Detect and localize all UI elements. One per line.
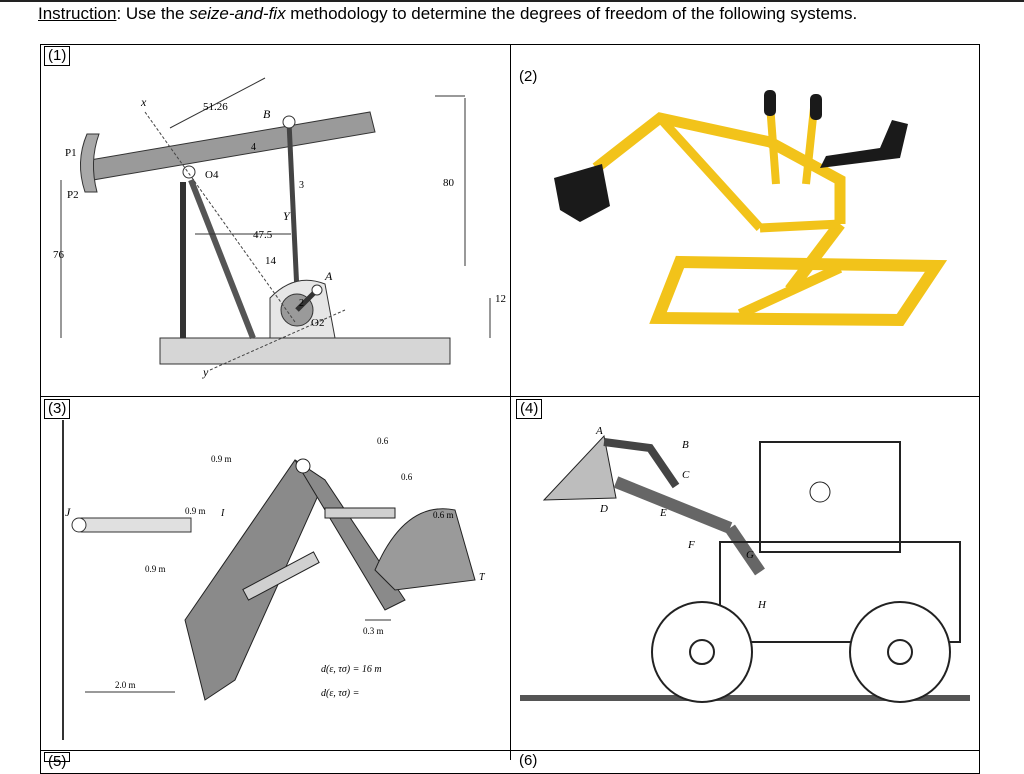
dim-b: 0.9 m [185, 506, 206, 516]
instruction-text-before: : Use the [116, 4, 190, 23]
loader-bucket [542, 434, 617, 501]
instruction-emphasis: seize-and-fix [189, 4, 286, 23]
pitman-arm [286, 121, 300, 293]
cell-label-4: (4) [516, 399, 543, 419]
cell-label-2: (2) [516, 68, 541, 86]
label-Y: Y [283, 209, 291, 223]
figure-3-excavator-arm: 0.9 m 0.9 m 0.9 m 0.6 0.6 0.6 m 0.3 m 2.… [62, 420, 486, 740]
dim-47-label: 47.5 [253, 229, 273, 241]
stick-cylinder [324, 507, 396, 519]
cell-label-1: (1) [44, 46, 71, 66]
label-O2: O2 [311, 317, 324, 329]
label-B: B [682, 439, 689, 451]
dim-f: 0.6 m [433, 510, 454, 520]
instruction-label: Instruction [38, 4, 117, 23]
label-link-2: 2 [299, 298, 304, 309]
pin-j [71, 517, 87, 533]
label-A: A [324, 269, 333, 283]
dim-a: 0.9 m [211, 454, 232, 464]
note-line-1: d(ε, τσ) = 16 m [321, 664, 382, 675]
grid-horizontal-divider-1 [40, 396, 980, 397]
cell-label-5: (5) [44, 752, 71, 770]
label-I: I [220, 508, 225, 519]
bucket-linkage [603, 438, 680, 489]
label-link-4: 4 [251, 142, 256, 153]
label-E: E [659, 507, 667, 519]
instruction-text-after: methodology to determine the degrees of … [285, 4, 858, 23]
toy-bucket [554, 164, 610, 222]
operator-head [809, 481, 831, 503]
label-x: x [140, 95, 147, 109]
rear-wheel [849, 601, 951, 703]
label-O4: O4 [205, 169, 219, 181]
figure-4-front-loader: A B C D E F G H [520, 425, 970, 703]
toy-base-brace [737, 263, 843, 319]
label-H: H [757, 599, 767, 611]
excavator-bucket [374, 508, 476, 591]
instruction-line: Instruction: Use the seize-and-fix metho… [38, 4, 857, 24]
toy-stick-arm [656, 114, 764, 232]
loader-body [719, 541, 961, 643]
toy-handle-2 [810, 94, 822, 120]
dim-51-line [169, 77, 266, 129]
cell-label-6: (6) [516, 752, 541, 769]
dim-12-label: 12 [495, 293, 506, 305]
joint-a [311, 284, 323, 296]
x-axis-line [144, 111, 296, 323]
cab-frame [759, 441, 901, 553]
loader-arm [613, 476, 733, 534]
label-T: T [479, 572, 486, 583]
rear-hub [887, 639, 913, 665]
cell-label-3: (3) [44, 399, 71, 419]
toy-lever-2 [802, 107, 818, 185]
label-B: B [263, 107, 271, 121]
label-A: A [595, 425, 603, 437]
front-hub [689, 639, 715, 665]
dim-e: 0.6 [401, 472, 413, 482]
label-G: G [746, 549, 754, 561]
grid-horizontal-divider-2 [40, 750, 980, 751]
label-P2: P2 [67, 189, 79, 201]
dim-14-label: 14 [265, 255, 277, 267]
toy-base-frame [649, 255, 948, 327]
boom-cylinder [242, 551, 320, 601]
note-line-2: d(ε, τσ) = [321, 688, 359, 699]
stick-link [294, 459, 406, 611]
label-P1: P1 [65, 147, 77, 159]
cylinder-j [80, 517, 192, 533]
ground-base [159, 337, 451, 365]
pivot-o4 [182, 165, 196, 179]
front-wheel [651, 601, 753, 703]
grid-vertical-divider [510, 44, 511, 760]
dim-c: 0.9 m [145, 564, 166, 574]
figure-2-toy-digger [554, 90, 948, 327]
toy-seat [820, 120, 908, 168]
samson-brace [188, 178, 256, 340]
toy-seat-arm [759, 219, 841, 233]
walking-beam [89, 111, 376, 181]
boom-link [184, 459, 326, 701]
top-pin [295, 458, 311, 474]
label-D: D [599, 503, 608, 515]
label-link-3: 3 [299, 180, 304, 191]
arm-lower [725, 524, 765, 576]
dim-76-label: 76 [53, 249, 65, 261]
label-F: F [687, 539, 695, 551]
dim-h: 2.0 m [115, 680, 136, 690]
dim-80-label: 80 [443, 177, 455, 189]
toy-lever-1 [766, 103, 780, 185]
top-rule [0, 0, 1024, 2]
figure-1-pumpjack: 51.26 47.5 14 80 76 12 x y Y B A O4 O2 P… [53, 77, 506, 379]
dim-d: 0.6 [377, 436, 389, 446]
label-J: J [65, 505, 71, 519]
joint-b [282, 115, 296, 129]
toy-center-post [785, 220, 845, 294]
dim-51-label: 51.26 [203, 101, 228, 113]
label-y: y [202, 365, 209, 379]
toy-handle-1 [764, 90, 776, 116]
horse-head [80, 133, 100, 193]
label-C: C [682, 469, 690, 481]
dim-g: 0.3 m [363, 626, 384, 636]
